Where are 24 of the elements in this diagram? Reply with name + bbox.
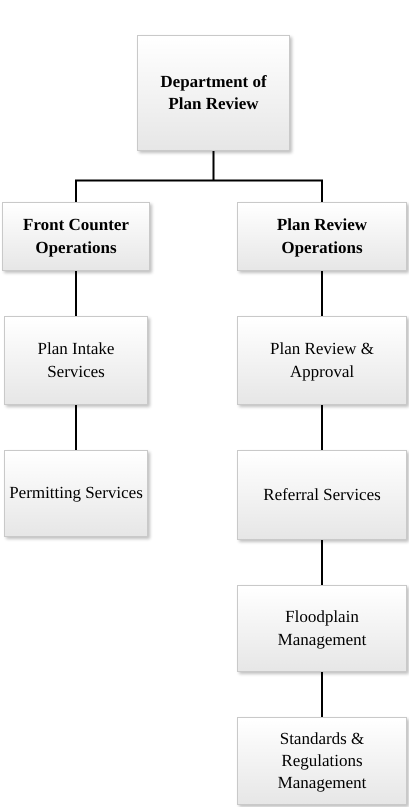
box-label: Department of Plan Review bbox=[159, 70, 268, 115]
connector-line bbox=[321, 672, 323, 717]
unit-box bbox=[237, 717, 407, 805]
unit-box bbox=[4, 316, 148, 405]
box-label: Plan Intake Services bbox=[36, 338, 116, 382]
unit-box bbox=[4, 450, 148, 537]
unit-box bbox=[237, 450, 407, 540]
connector-line bbox=[75, 405, 77, 450]
connector-line bbox=[321, 405, 323, 450]
department-box bbox=[137, 35, 290, 151]
box-label: Plan Review & Approval bbox=[269, 338, 375, 383]
department-box bbox=[237, 202, 407, 271]
box-label: Permitting Services bbox=[9, 482, 143, 504]
unit-box bbox=[237, 316, 407, 405]
connector-line bbox=[321, 271, 323, 316]
connector-line bbox=[321, 540, 323, 585]
box-label: Floodplain Management bbox=[276, 606, 368, 651]
department-box bbox=[2, 202, 150, 271]
connector-line bbox=[75, 271, 77, 316]
unit-box bbox=[237, 585, 407, 672]
box-label: Plan Review Operations bbox=[276, 214, 368, 259]
box-label: Standards & Regulations Management bbox=[276, 728, 368, 794]
box-label: Front Counter Operations bbox=[22, 214, 130, 259]
box-label: Referral Services bbox=[263, 484, 381, 506]
